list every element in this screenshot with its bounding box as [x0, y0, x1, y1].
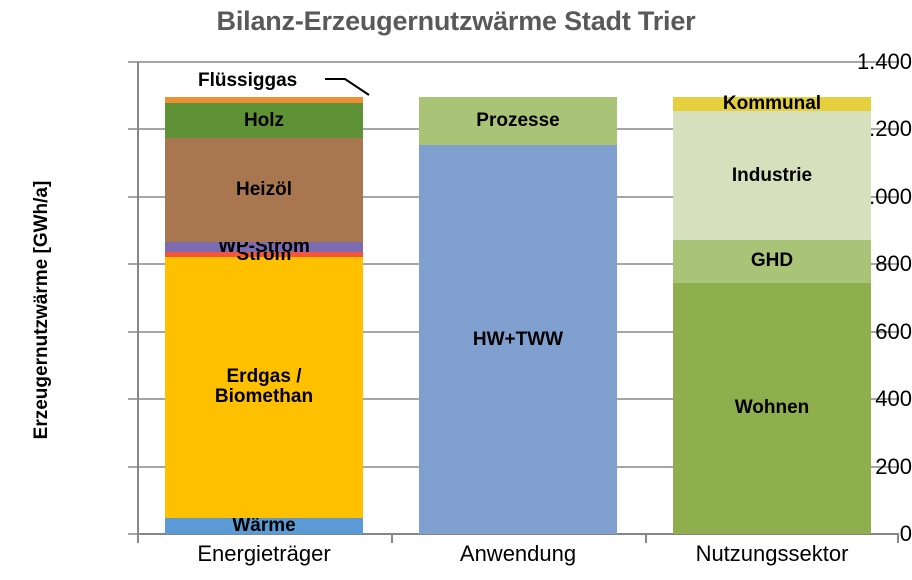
y-axis-line	[137, 62, 139, 535]
x-axis-category-label: Energieträger	[197, 541, 331, 566]
bar-segment-w-rme[interactable]: Wärme	[165, 514, 363, 536]
bar-segment-prozesse[interactable]: Prozesse	[419, 97, 617, 146]
y-axis-tick-mark	[128, 533, 137, 535]
bar-segment-industrie[interactable]: Industrie	[673, 111, 871, 240]
y-axis-tick-mark	[128, 465, 137, 468]
y-axis-tick-mark	[128, 128, 137, 131]
bar-segment-label: Wohnen	[734, 397, 810, 419]
bar-segment-label: Erdgas / Biomethan	[214, 366, 314, 408]
x-axis-tick-mark	[391, 533, 393, 543]
bar-segment-strom[interactable]: Strom	[165, 244, 363, 264]
y-axis-tick-mark	[128, 195, 137, 198]
chart-title: Bilanz-Erzeugernutzwärme Stadt Trier	[216, 6, 696, 36]
bar-segment-kommunal[interactable]: Kommunal	[673, 94, 871, 114]
y-axis-tick-label: 800	[875, 251, 912, 277]
stacked-bar[interactable]: HW+TWW Prozesse	[419, 62, 617, 534]
bar-segment-fl-ssiggas[interactable]	[165, 97, 363, 104]
bar-segment-label: Wärme	[232, 514, 296, 536]
y-axis-tick-label: 600	[875, 318, 912, 344]
stacked-bar[interactable]: Wohnen GHD Industrie Kommunal	[673, 62, 871, 534]
y-axis-tick-mark	[128, 398, 137, 401]
bar-segment-label: Heizöl	[236, 178, 292, 200]
bar-segment-label: Holz	[243, 109, 285, 131]
x-axis-line	[137, 533, 899, 535]
x-axis-category-label: Nutzungssektor	[695, 541, 849, 566]
x-axis-tick-mark	[645, 533, 647, 543]
gridline	[137, 61, 899, 63]
bar-segment-hw-tww[interactable]: HW+TWW	[419, 145, 617, 534]
x-axis-tick-mark	[137, 533, 139, 543]
bar-segment-label: Prozesse	[476, 110, 560, 132]
bar-segment-ghd[interactable]: GHD	[673, 240, 871, 283]
y-axis-tick-label: 0	[899, 521, 912, 546]
fluessiggas-callout-label: Flüssiggas	[198, 70, 298, 91]
x-axis-category-label: Anwendung	[459, 541, 577, 566]
bar-segment-wohnen[interactable]: Wohnen	[673, 282, 871, 534]
x-axis-tick-mark	[897, 533, 899, 543]
bar-segment-label: Industrie	[731, 164, 813, 186]
y-axis-tick-mark	[128, 61, 137, 63]
bar-segment-label: GHD	[750, 250, 794, 272]
y-axis-tick-label: 400	[875, 386, 912, 412]
y-axis-tick-mark	[128, 330, 137, 333]
y-axis-title: Erzeugernutzwärme [GWh/a]	[31, 180, 52, 440]
bar-segment-erdgas-biomethan[interactable]: Erdgas / Biomethan	[165, 256, 363, 518]
bar-segment-wp-strom[interactable]: WP-Strom	[165, 237, 363, 257]
y-axis-tick-label: 1.400	[856, 49, 912, 74]
bar-segment-holz[interactable]: Holz	[165, 103, 363, 139]
bar-segment-heiz-l[interactable]: Heizöl	[165, 138, 363, 242]
y-axis-tick-label: 200	[875, 453, 912, 479]
bar-segment-label: HW+TWW	[472, 328, 564, 350]
y-axis-tick-mark	[128, 263, 137, 266]
